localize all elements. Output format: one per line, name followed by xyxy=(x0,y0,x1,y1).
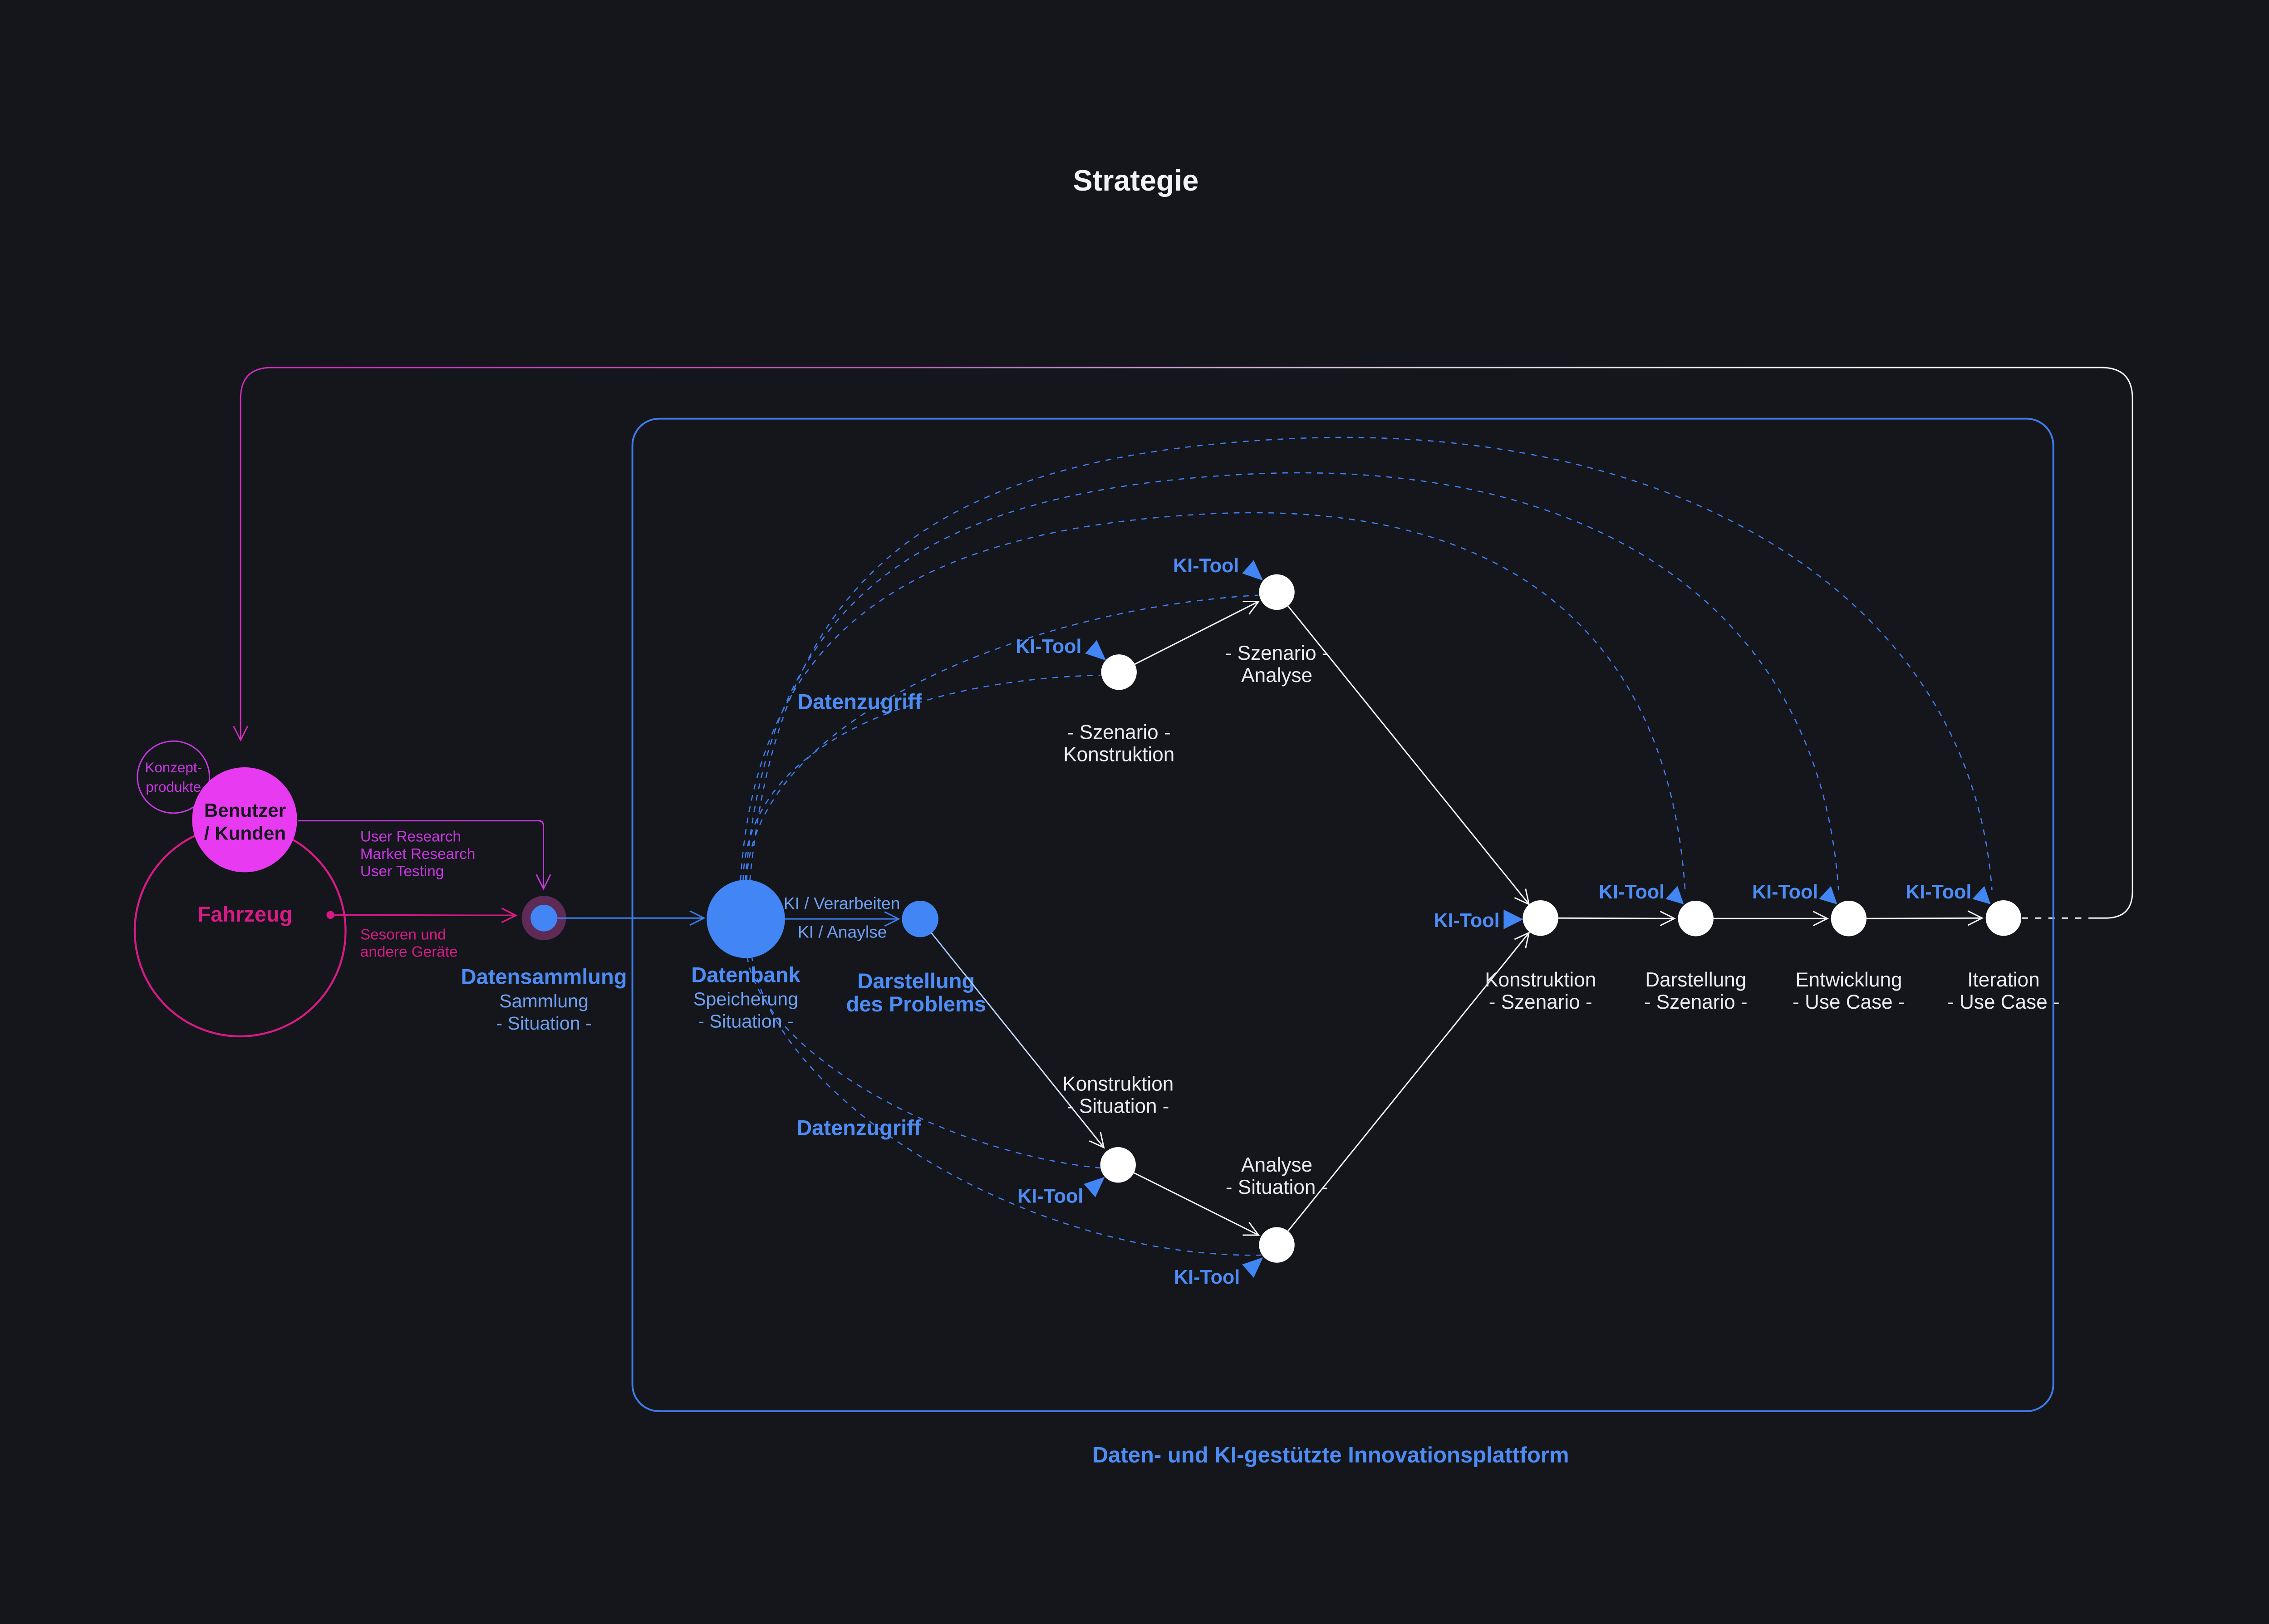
arc-to-szenario-analyse xyxy=(746,594,1258,881)
ki-tool-triangle-szenario-konstruktion xyxy=(1085,640,1106,661)
konzeptprodukte-label-line1: Konzept- xyxy=(145,760,202,775)
arc-to-szenario-konstruktion xyxy=(742,674,1100,881)
platform-caption: Daten- und KI-gestützte Innovationsplatt… xyxy=(1092,1443,1569,1467)
research-label-line1: User Research xyxy=(360,829,461,845)
darstellung-problems-line2: des Problems xyxy=(846,992,986,1016)
arc-to-darstellung-ki xyxy=(740,512,1686,890)
ki-tool-triangle-darstellung-szenario xyxy=(1665,886,1684,904)
konstruktion-szenario-label-line1: Konstruktion xyxy=(1485,969,1596,991)
analyse-situation-label-line2: - Situation - xyxy=(1226,1176,1328,1198)
iteration-usecase-label-line1: Iteration xyxy=(1967,969,2039,991)
ki-tool-label-konstruktion-szenario: KI-Tool xyxy=(1434,910,1499,932)
arc-to-analyse-situation xyxy=(751,955,1262,1256)
datenzugriff-bottom-label: Datenzugriff xyxy=(796,1115,921,1139)
datensammlung-sub-line2: - Situation - xyxy=(496,1013,591,1034)
datenbank-title: Datenbank xyxy=(691,962,801,986)
konstruktion-analyse-situation-line xyxy=(1134,1172,1260,1236)
szenario-analyse-label-line2: Analyse xyxy=(1241,664,1312,687)
entwicklung-usecase-node xyxy=(1831,901,1867,937)
iteration-usecase-node xyxy=(1985,900,2022,936)
benutzer-label-line2: / Kunden xyxy=(204,823,286,844)
source-flow: Konzept- produkte Fahrzeug Benutzer / Ku… xyxy=(133,740,706,1038)
szenario-konstruktion-label-line1: - Szenario - xyxy=(1067,721,1171,743)
feedback-loop-line xyxy=(233,367,2133,919)
ki-verarbeiten-label: KI / Verarbeiten xyxy=(784,894,900,913)
arc-to-konstruktion-situation xyxy=(747,956,1100,1169)
entwicklung-usecase-label-line1: Entwicklung xyxy=(1795,969,1902,991)
szenario-analyse-konstruktion-line xyxy=(1287,605,1530,906)
darstellung-szenario-label-line2: - Szenario - xyxy=(1644,991,1748,1013)
research-label-line2: Market Research xyxy=(360,846,476,863)
analyse-situation-konstruktion-line xyxy=(1287,932,1530,1232)
sensor-label-line1: Sesoren und xyxy=(360,926,446,943)
konzeptprodukte-label-line2: produkte xyxy=(146,779,201,795)
iteration-usecase-label-line2: - Use Case - xyxy=(1947,991,2059,1013)
ki-tool-triangle-iteration-usecase xyxy=(1972,886,1991,904)
ki-tool-triangle-konstruktion-szenario xyxy=(1503,909,1523,929)
konstruktion-szenario-node xyxy=(1522,900,1558,936)
datensammlung-node xyxy=(530,904,557,932)
darstellung-problems-node xyxy=(902,901,938,937)
analyse-situation-node xyxy=(1259,1227,1295,1263)
konzeptprodukte-circle xyxy=(137,740,211,814)
ki-tool-label-konstruktion-situation: KI-Tool xyxy=(1017,1185,1083,1207)
benutzer-kunden-circle xyxy=(192,767,297,873)
entwicklung-usecase-label-line2: - Use Case - xyxy=(1793,991,1905,1013)
data-access-arcs-top xyxy=(740,437,1993,890)
page-title: Strategie xyxy=(1073,164,1199,197)
datensammlung-sub-line1: Sammlung xyxy=(499,991,589,1011)
szenario-konstruktion-label-line2: Konstruktion xyxy=(1063,743,1174,765)
fahrzeug-label: Fahrzeug xyxy=(197,902,292,926)
szenario-analyse-label-line1: - Szenario - xyxy=(1225,642,1329,664)
ki-tool-triangle-analyse-situation xyxy=(1242,1257,1263,1278)
ki-tool-label-darstellung-szenario: KI-Tool xyxy=(1599,881,1665,903)
ki-tool-label-analyse-situation: KI-Tool xyxy=(1174,1266,1240,1288)
szenario-analyse-node xyxy=(1259,574,1295,610)
ki-tool-triangle-szenario-analyse xyxy=(1242,560,1263,581)
data-access-arcs-bottom xyxy=(747,955,1262,1256)
datenbank-sub-line1: Speicherung xyxy=(693,988,798,1009)
arc-to-iteration-ki xyxy=(749,437,1993,890)
analyse-situation-label-line1: Analyse xyxy=(1241,1154,1312,1176)
konstruktion-situation-label-line1: Konstruktion xyxy=(1062,1073,1174,1095)
darstellung-problems-line1: Darstellung xyxy=(857,969,975,993)
ki-tool-label-iteration-usecase: KI-Tool xyxy=(1906,881,1971,903)
darstellung-szenario-node xyxy=(1678,901,1714,937)
problem-konstruktion-line xyxy=(930,932,1105,1149)
ki-analyse-label: KI / Anaylse xyxy=(798,922,887,941)
datensammlung-title: Datensammlung xyxy=(461,964,627,988)
platform-border xyxy=(631,417,2054,1413)
ki-tool-label-szenario-konstruktion: KI-Tool xyxy=(1016,636,1081,657)
research-label-line3: User Testing xyxy=(360,863,444,880)
sensor-label-line2: andere Geräte xyxy=(360,943,458,960)
datenbank-node xyxy=(707,879,785,958)
ki-tool-triangle-entwicklung-usecase xyxy=(1819,886,1837,904)
konstruktion-situation-label-line2: - Situation - xyxy=(1067,1095,1169,1117)
ki-tool-triangle-konstruktion-situation xyxy=(1084,1177,1105,1197)
szenario-konstruktion-analyse-line xyxy=(1133,600,1260,666)
ki-tool-label-szenario-analyse: KI-Tool xyxy=(1173,555,1239,577)
konstruktion-szenario-label-line2: - Szenario - xyxy=(1489,991,1592,1013)
ki-tool-label-entwicklung-usecase: KI-Tool xyxy=(1752,881,1818,903)
research-connector-line xyxy=(298,820,551,890)
szenario-konstruktion-node xyxy=(1101,654,1137,690)
konstruktion-situation-node xyxy=(1100,1147,1136,1183)
datenbank-sub-line2: - Situation - xyxy=(698,1011,793,1031)
platform: Datenzugriff Datenzugriff Datenbank Spei… xyxy=(691,437,2060,1288)
darstellung-szenario-label-line1: Darstellung xyxy=(1645,969,1746,991)
benutzer-label-line1: Benutzer xyxy=(204,800,286,821)
background xyxy=(0,16,2269,1608)
datenzugriff-top-label: Datenzugriff xyxy=(797,690,922,714)
arc-to-entwicklung-ki xyxy=(745,472,1839,890)
